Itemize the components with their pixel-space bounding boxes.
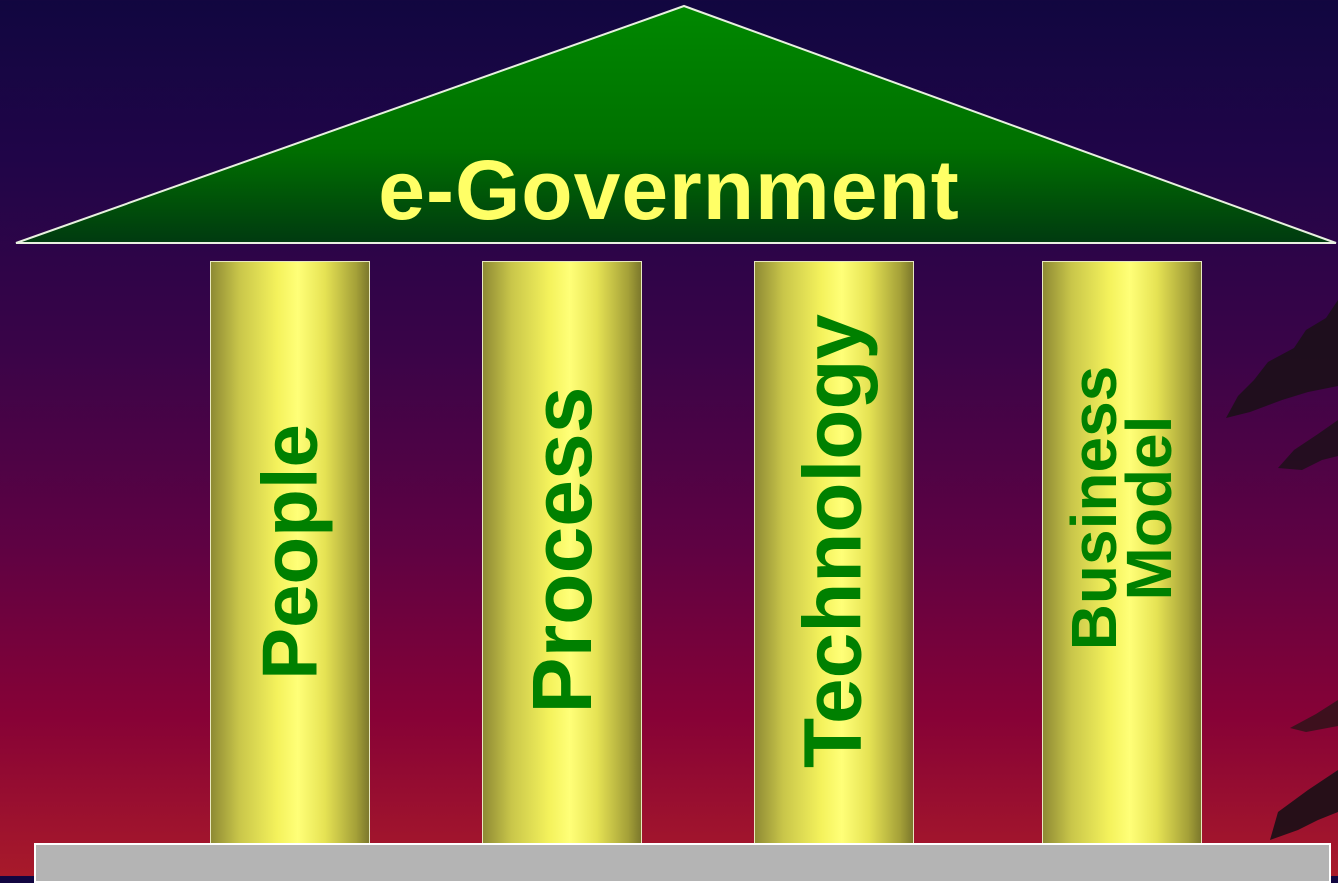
- pillar-people: People: [210, 261, 370, 851]
- pillar-label-process: Process: [514, 386, 609, 714]
- roof-title: e-Government: [378, 143, 960, 237]
- pillar-label-people: People: [245, 424, 334, 680]
- pillar-technology: Technology: [754, 261, 914, 851]
- pillar-label-model: Model: [1113, 415, 1185, 601]
- pillar-label-technology: Technology: [787, 313, 879, 769]
- roof-triangle: [15, 4, 1337, 244]
- roof: [15, 4, 1337, 244]
- tree-silhouette: [1226, 300, 1338, 840]
- pillar-process: Process: [482, 261, 642, 851]
- pillar-business-model: Business Model: [1042, 261, 1202, 851]
- foundation: [34, 843, 1331, 883]
- pillar-label-business-model: Business Model: [1058, 366, 1185, 651]
